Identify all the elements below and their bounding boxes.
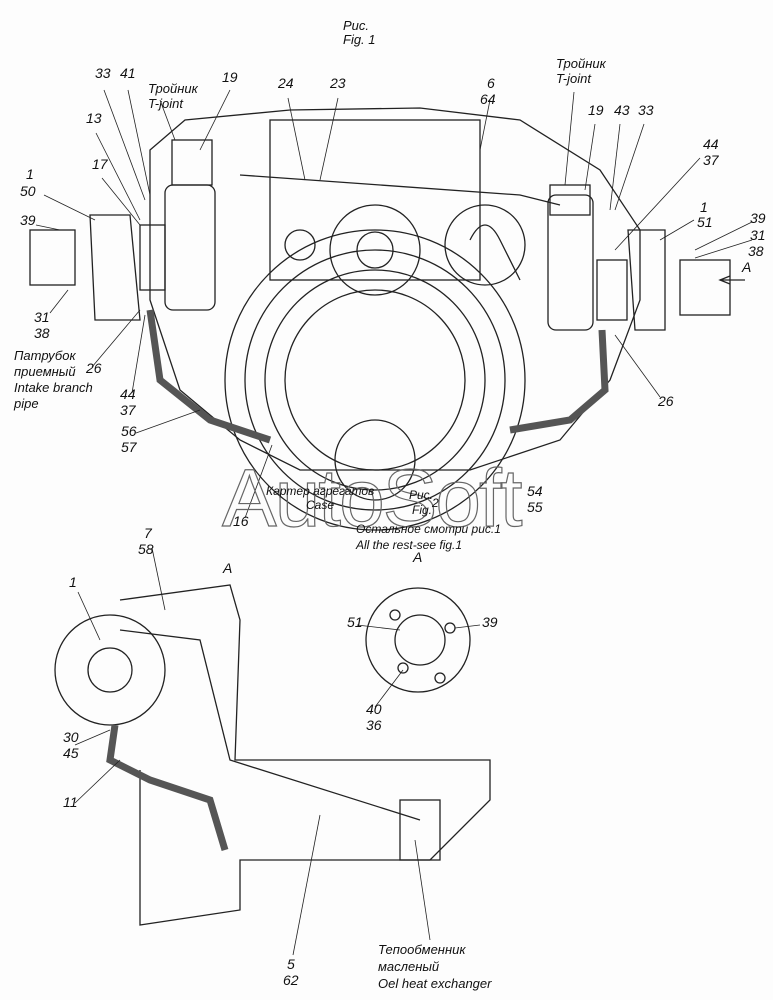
callout-right-43: 43 <box>614 102 630 118</box>
callout-17: 17 <box>92 156 108 172</box>
intake-label-ru2: приемный <box>14 364 76 379</box>
view-a-marker: A <box>742 259 752 275</box>
fig1-caption-en: Fig. 1 <box>343 32 376 47</box>
callout-right-26: 26 <box>658 393 674 409</box>
callout-fig2-58: 58 <box>138 541 154 557</box>
fig1-caption-ru: Рис. <box>343 18 370 33</box>
callout-fig2-1: 1 <box>69 574 77 590</box>
oil-exchanger-label-ru1: Тепообменник <box>378 942 466 957</box>
left-tjoint <box>171 139 213 186</box>
callout-31: 31 <box>34 309 50 325</box>
hub <box>334 419 416 501</box>
engine-block <box>269 119 481 281</box>
callout-33: 33 <box>95 65 111 81</box>
callout-39: 39 <box>20 212 36 228</box>
callout-right-31: 31 <box>750 227 766 243</box>
flywheel <box>224 229 526 531</box>
callout-fig2-45: 45 <box>63 745 79 761</box>
left-intake-pipe <box>29 229 76 286</box>
left-turbo-compressor <box>89 214 141 321</box>
fig2-caption-ru: Рис. <box>409 488 434 502</box>
callout-fig2-36: 36 <box>366 717 382 733</box>
callout-54: 54 <box>527 483 543 499</box>
tjoint-label-en: T-joint <box>148 96 183 111</box>
fig2-block <box>119 584 491 926</box>
tjoint-right-label-ru: Тройник <box>556 56 606 71</box>
note-ru: Остальное смотри рис.1 <box>356 522 501 536</box>
right-intake-pipe <box>679 259 731 316</box>
oil-exchanger-label-ru2: масленый <box>378 959 440 974</box>
view-a-right-title: A <box>413 549 423 565</box>
callout-right-19: 19 <box>588 102 604 118</box>
intake-label-ru1: Патрубок <box>14 348 76 363</box>
tjoint-right-label-en: T-joint <box>556 71 591 86</box>
callout-13: 13 <box>86 110 102 126</box>
callout-44: 44 <box>120 386 136 402</box>
tjoint-label-ru: Тройник <box>148 81 198 96</box>
fig2-turbo <box>54 614 166 726</box>
left-hose <box>146 309 272 444</box>
intake-label-en2: pipe <box>14 396 39 411</box>
pipe-top <box>239 174 561 206</box>
right-turbo-compressor <box>627 229 666 331</box>
callout-fig2-51: 51 <box>347 614 363 630</box>
fig2-hose <box>106 724 229 852</box>
watermark: AutoSoft <box>221 452 523 544</box>
callout-16: 16 <box>233 513 249 529</box>
callout-50: 50 <box>20 183 36 199</box>
intake-label-en1: Intake branch <box>14 380 93 395</box>
callout-41: 41 <box>120 65 136 81</box>
callout-right-44: 44 <box>703 136 719 152</box>
left-turbo-turbine <box>164 184 216 311</box>
callout-fig2-62: 62 <box>283 972 299 988</box>
view-a-left-title: A <box>223 560 233 576</box>
callout-26: 26 <box>86 360 102 376</box>
right-turbo-turbine <box>547 194 594 331</box>
callout-6: 6 <box>487 75 495 91</box>
callout-fig2-39: 39 <box>482 614 498 630</box>
right-tjoint <box>549 184 591 216</box>
case-label-en: Case <box>306 498 335 512</box>
callout-right-37: 37 <box>703 152 719 168</box>
callout-right-33: 33 <box>638 102 654 118</box>
engine-housing-outline <box>149 107 641 471</box>
callout-fig2-5: 5 <box>287 956 295 972</box>
callout-56: 56 <box>121 423 137 439</box>
callout-right-1: 1 <box>700 199 708 215</box>
callout-55: 55 <box>527 499 543 515</box>
view-a-flange <box>365 587 471 693</box>
fig2-caption-num: 2 <box>432 496 439 510</box>
callout-right-39: 39 <box>750 210 766 226</box>
callout-fig2-30: 30 <box>63 729 79 745</box>
callout-57: 57 <box>121 439 137 455</box>
right-hose <box>509 329 609 434</box>
callout-37: 37 <box>120 402 136 418</box>
callout-fig2-7: 7 <box>144 525 152 541</box>
callout-1: 1 <box>26 166 34 182</box>
note-en: All the rest-see fig.1 <box>356 538 463 552</box>
callout-right-38: 38 <box>748 243 764 259</box>
callout-fig2-40: 40 <box>366 701 382 717</box>
fig2-caption-en: Fig. <box>412 503 433 517</box>
callout-64: 64 <box>480 91 496 107</box>
callout-24: 24 <box>278 75 294 91</box>
callout-right-51: 51 <box>697 214 713 230</box>
callout-19: 19 <box>222 69 238 85</box>
callout-23: 23 <box>330 75 346 91</box>
callout-38: 38 <box>34 325 50 341</box>
case-label-ru: Картер агрегатов <box>266 484 375 498</box>
oil-exchanger-label-en: Oel heat exchanger <box>378 976 492 991</box>
callout-fig2-11: 11 <box>63 794 78 810</box>
